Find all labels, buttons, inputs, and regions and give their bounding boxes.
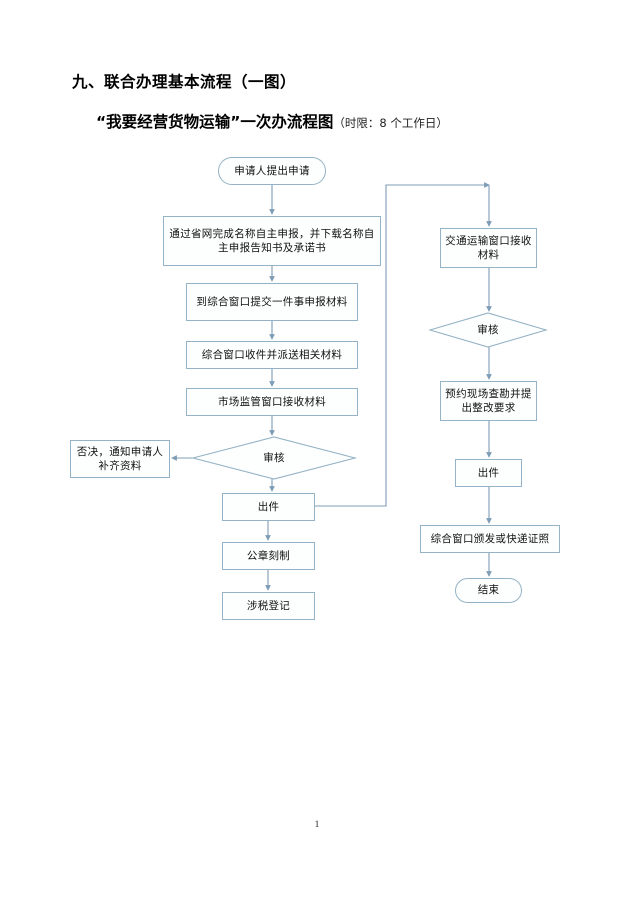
node-deliver-license[interactable]: 综合窗口颁发或快递证照 <box>420 525 560 553</box>
node-transport-window-receive[interactable]: 交通运输窗口接收材料 <box>440 228 537 268</box>
page-number: 1 <box>314 820 320 830</box>
node-window-receive-dispatch-label: 综合窗口收件并派送相关材料 <box>201 348 343 361</box>
node-issue-right[interactable]: 出件 <box>455 459 522 487</box>
decision-shape-review-left <box>190 436 358 480</box>
node-site-survey[interactable]: 预约现场查勘并提出整改要求 <box>440 381 537 421</box>
node-name-declaration-label: 通过省网完成名称自主申报，并下载名称自主申报告知书及承诺书 <box>169 227 375 254</box>
node-market-window-receive[interactable]: 市场监管窗口接收材料 <box>186 388 358 416</box>
flowchart-title: “我要经营货物运输”一次办流程图（时限：8 个工作日） <box>96 110 448 132</box>
node-seal-engraving-label: 公章刻制 <box>246 549 291 562</box>
section-heading: 九、联合办理基本流程（一图） <box>72 73 297 91</box>
node-name-declaration[interactable]: 通过省网完成名称自主申报，并下载名称自主申报告知书及承诺书 <box>163 216 381 266</box>
node-review-left-label: 审核 <box>263 451 285 464</box>
node-submit-materials[interactable]: 到综合窗口提交一件事申报材料 <box>186 283 358 321</box>
node-market-window-receive-label: 市场监管窗口接收材料 <box>218 395 326 408</box>
node-seal-engraving[interactable]: 公章刻制 <box>222 542 315 570</box>
node-review-right-label: 审核 <box>477 323 499 336</box>
node-site-survey-label: 预约现场查勘并提出整改要求 <box>445 387 532 414</box>
flowchart-time-limit: （时限：8 个工作日） <box>333 116 448 130</box>
node-issue-right-label: 出件 <box>477 466 500 479</box>
node-review-right[interactable]: 审核 <box>450 317 526 343</box>
node-window-receive-dispatch[interactable]: 综合窗口收件并派送相关材料 <box>186 341 358 369</box>
node-review-left[interactable]: 审核 <box>213 444 335 472</box>
node-reject[interactable]: 否决，通知申请人补齐资料 <box>70 440 170 478</box>
node-issue-left-label: 出件 <box>257 500 280 513</box>
node-end[interactable]: 结束 <box>455 578 522 603</box>
node-tax-registration-label: 涉税登记 <box>246 599 291 612</box>
node-tax-registration[interactable]: 涉税登记 <box>222 592 315 620</box>
node-start[interactable]: 申请人提出申请 <box>218 157 326 185</box>
node-end-label: 结束 <box>477 584 500 597</box>
node-start-label: 申请人提出申请 <box>234 164 310 177</box>
node-transport-window-receive-label: 交通运输窗口接收材料 <box>445 234 532 261</box>
flowchart-title-main: “我要经营货物运输”一次办流程图 <box>96 113 334 131</box>
node-submit-materials-label: 到综合窗口提交一件事申报材料 <box>196 295 348 308</box>
node-deliver-license-label: 综合窗口颁发或快递证照 <box>430 532 550 545</box>
node-issue-left[interactable]: 出件 <box>222 493 315 521</box>
decision-shape-review-right <box>428 312 548 348</box>
node-reject-label: 否决，通知申请人补齐资料 <box>76 445 164 472</box>
connector-issue-to-transport-path <box>315 184 486 507</box>
